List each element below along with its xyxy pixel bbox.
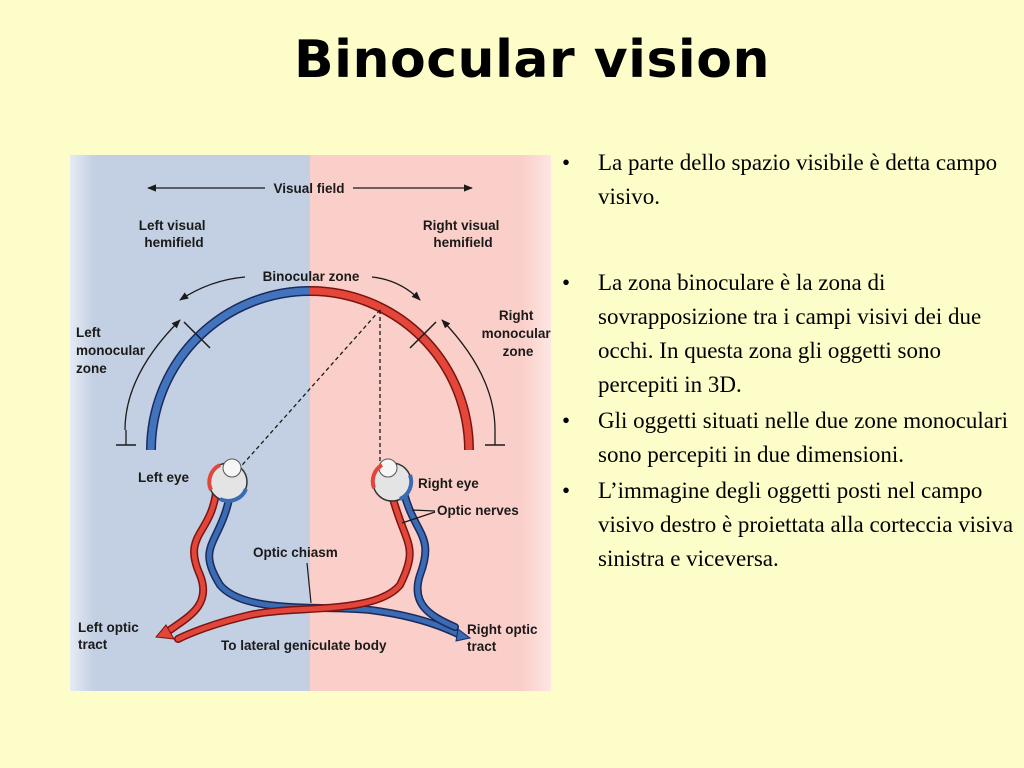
optic-chiasm-label: Optic chiasm <box>253 545 338 560</box>
sight-line-left-eye <box>227 309 381 482</box>
right-monocular-zone-label: Right monocular zone <box>482 308 551 359</box>
optic-chiasm-pointer <box>306 562 312 604</box>
visual-field-label: Visual field <box>273 181 344 196</box>
right-eye <box>370 458 414 502</box>
binocular-vision-diagram: Visual field Left visual hemifield Right… <box>70 155 551 691</box>
slide-title: Binocular vision <box>294 30 770 90</box>
left-eye <box>207 458 248 503</box>
left-eye-label: Left eye <box>138 470 190 485</box>
bullet-item: L’immagine degli oggetti posti nel campo… <box>560 474 1020 576</box>
optic-nerves-pointer <box>411 509 436 512</box>
binocular-zone-arrow <box>179 276 246 301</box>
left-monocular-arrow <box>124 319 181 431</box>
right-eye-label: Right eye <box>418 476 479 491</box>
bullet-item: Gli oggetti situati nelle due zone monoc… <box>560 404 1020 472</box>
right-tract-arrowhead <box>455 628 472 642</box>
right-zone-tick <box>409 321 437 349</box>
lateral-geniculate-label: To lateral geniculate body <box>221 638 387 653</box>
bullet-list: La parte dello spazio visibile è detta c… <box>560 146 1020 576</box>
binocular-zone-label: Binocular zone <box>263 269 360 284</box>
left-zone-tick <box>183 321 211 349</box>
left-tract-arrowhead <box>155 624 175 640</box>
left-optic-tract-label: Left optic tract <box>78 620 143 652</box>
optic-pathways <box>166 489 464 643</box>
right-visual-hemifield-label: Right visual hemifield <box>423 218 503 250</box>
right-monocular-arrow <box>441 319 496 431</box>
left-visual-hemifield-label: Left visual hemifield <box>139 218 210 250</box>
binocular-zone-arrow-right <box>371 276 421 301</box>
left-monocular-zone-label: Left monocular zone <box>76 325 149 376</box>
optic-nerves-label: Optic nerves <box>437 503 519 518</box>
right-optic-tract-label: Right optic tract <box>467 622 541 654</box>
bullet-item: La parte dello spazio visibile è detta c… <box>560 146 1020 214</box>
bullet-item: La zona binoculare è la zona di sovrappo… <box>560 266 1020 402</box>
